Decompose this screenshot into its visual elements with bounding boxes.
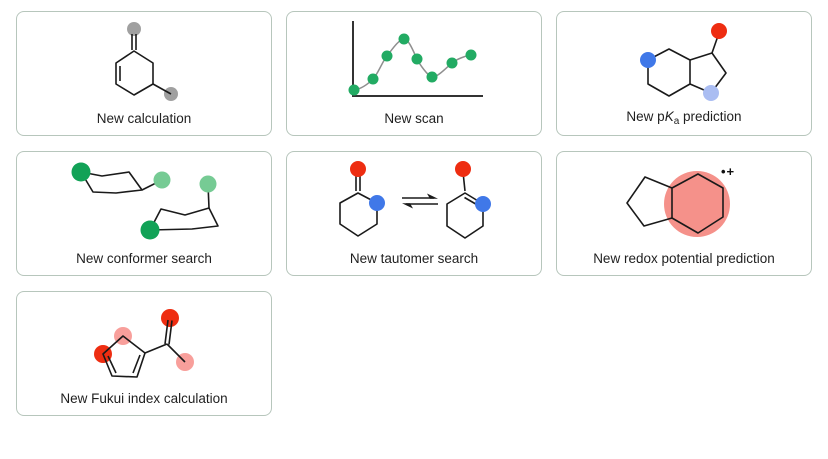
cyclohexene-molecule-icon — [115, 22, 178, 101]
card-label: New pKa prediction — [626, 109, 742, 127]
card-label: New calculation — [96, 111, 192, 127]
tautomer-equilibrium-icon — [339, 161, 491, 239]
card-new-conformer-search[interactable]: New conformer search — [16, 151, 272, 276]
bicyclic-molecule-icon — [640, 23, 727, 101]
card-new-pka-prediction[interactable]: New pKa prediction — [556, 11, 812, 136]
new-item-card-grid: New calculation New scan — [16, 11, 812, 416]
chart-axes — [352, 21, 483, 97]
card-new-fukui-index-calculation[interactable]: New Fukui index calculation — [16, 291, 272, 416]
card-label: New tautomer search — [349, 251, 479, 267]
highlight-circle — [664, 171, 730, 237]
card-new-redox-potential-prediction[interactable]: •+ New redox potential prediction — [556, 151, 812, 276]
card-label: New Fukui index calculation — [60, 391, 228, 407]
card-new-scan[interactable]: New scan — [286, 11, 542, 136]
bond-lines — [102, 319, 186, 378]
radical-cation-symbol: •+ — [721, 164, 736, 179]
card-new-tautomer-search[interactable]: New tautomer search — [286, 151, 542, 276]
scan-points — [348, 33, 477, 96]
bond-lines — [626, 173, 724, 234]
card-label: New redox potential prediction — [593, 251, 775, 267]
card-new-calculation[interactable]: New calculation — [16, 11, 272, 136]
card-label: New conformer search — [76, 251, 212, 267]
radical-cation-molecule-icon — [626, 171, 730, 237]
chair-conformers-icon — [71, 162, 219, 240]
acylfuran-molecule-icon — [94, 309, 194, 378]
bond-lines — [115, 34, 172, 96]
scan-curve-chart-icon — [348, 21, 483, 97]
card-label: New scan — [384, 111, 444, 127]
equilibrium-arrows-icon — [402, 193, 438, 209]
